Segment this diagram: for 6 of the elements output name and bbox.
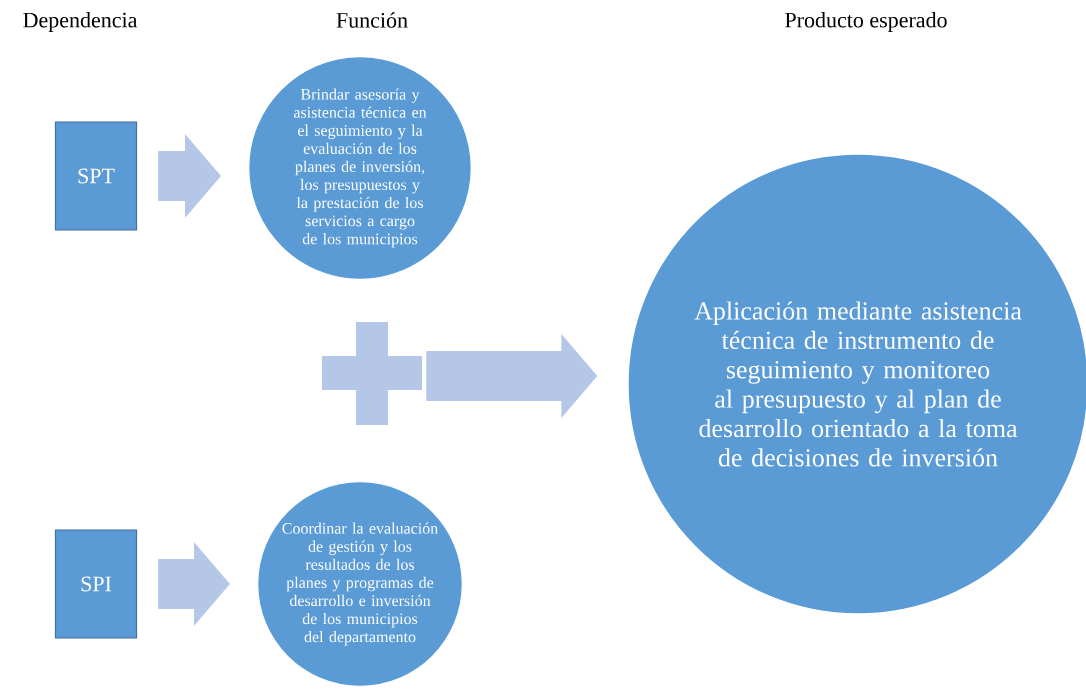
plus-sign [322,322,422,425]
dependency-box: SPT [54,121,138,231]
column-heading: Producto esperado [785,12,947,32]
dependency-box: SPI [54,529,138,639]
column-heading: Función [336,12,408,28]
column-heading: Dependencia [23,12,138,32]
